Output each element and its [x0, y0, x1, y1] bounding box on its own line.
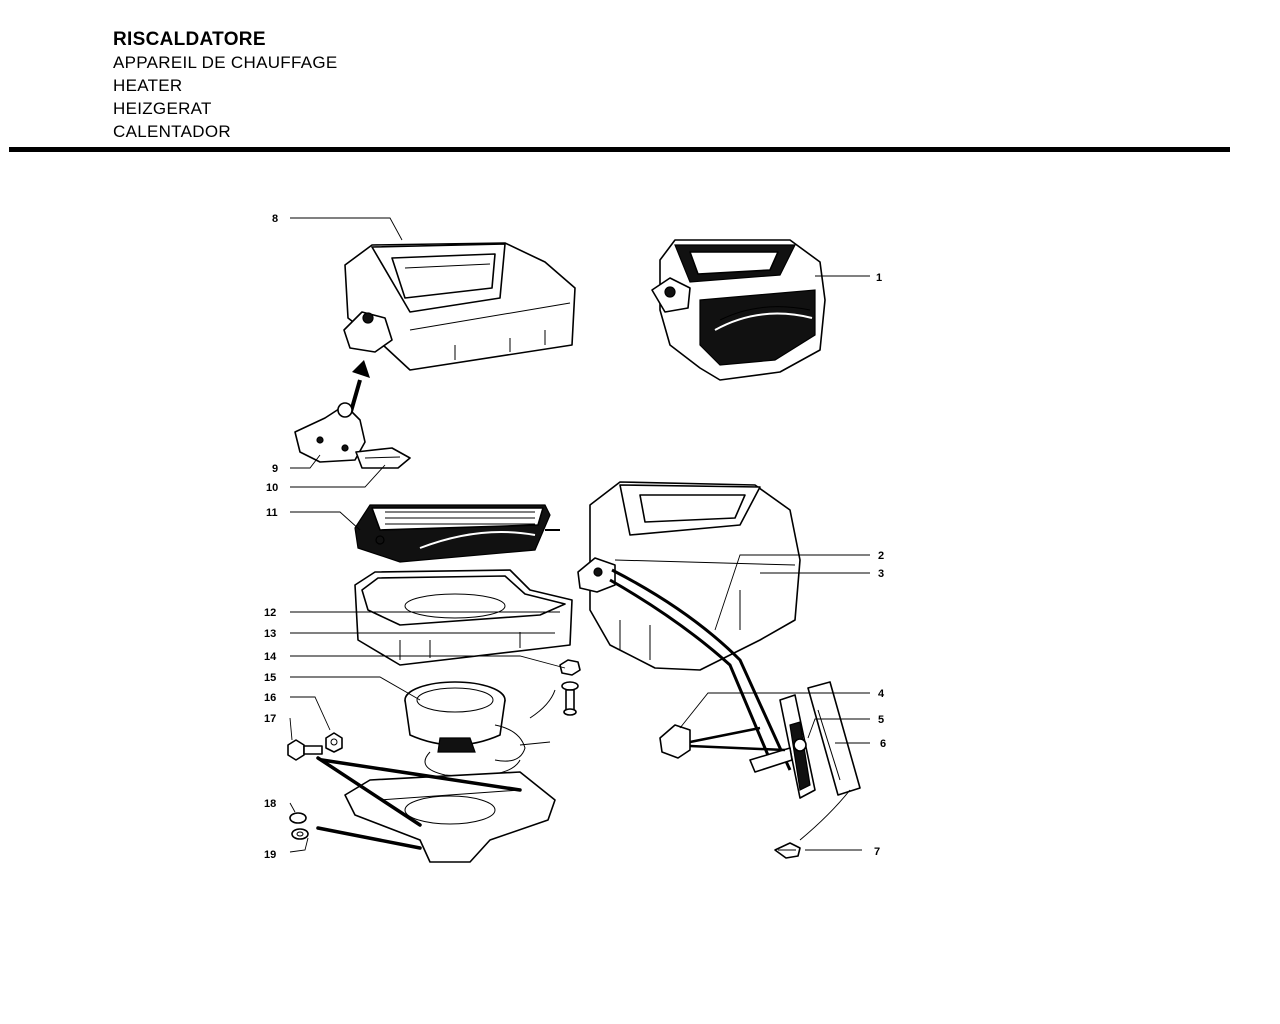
part-12-13-tray [354, 569, 573, 666]
callout-2: 2 [878, 550, 884, 562]
callout-6: 6 [880, 738, 886, 750]
part-18-19-washers [289, 812, 309, 840]
callout-5: 5 [878, 714, 884, 726]
callout-13: 13 [264, 628, 276, 640]
part-11-radiator [354, 504, 560, 563]
callout-16: 16 [264, 692, 276, 704]
title-spanish: CALENTADOR [113, 122, 231, 141]
title-french: APPAREIL DE CHAUFFAGE [113, 53, 338, 72]
part-2-3-heater-body [577, 481, 801, 771]
part-8-upper-housing [343, 242, 576, 371]
leader-lines [289, 217, 870, 853]
callout-1: 1 [876, 272, 882, 284]
callout-7: 7 [874, 846, 880, 858]
part-9-10-valve [294, 402, 411, 469]
part-4-5-6-controls [659, 681, 861, 799]
title-italian: RISCALDATORE [113, 29, 266, 50]
callout-17: 17 [264, 713, 276, 725]
title-english: HEATER [113, 76, 183, 95]
assembly-arrow [348, 360, 370, 416]
callout-3: 3 [878, 568, 884, 580]
part-17-bolt [287, 732, 343, 761]
part-16-blower [404, 681, 556, 777]
callout-9: 9 [272, 463, 278, 475]
callout-10: 10 [266, 482, 278, 494]
part-14-15-fasteners [559, 659, 581, 716]
header-rule [9, 147, 1230, 152]
part-7-screw [774, 789, 851, 859]
callout-8: 8 [272, 213, 278, 225]
title-german: HEIZGERAT [113, 99, 212, 118]
callout-19: 19 [264, 849, 276, 861]
page-header: RISCALDATORE APPAREIL DE CHAUFFAGE HEATE… [113, 28, 338, 143]
callout-14: 14 [264, 651, 277, 663]
callout-labels: 8 1 9 10 11 2 3 12 13 14 15 4 16 17 5 6 … [264, 213, 886, 861]
callout-18: 18 [264, 798, 276, 810]
callout-4: 4 [878, 688, 885, 700]
callout-12: 12 [264, 607, 276, 619]
callout-15: 15 [264, 672, 276, 684]
bottom-cover [316, 756, 556, 863]
callout-11: 11 [266, 507, 278, 519]
part-1-heater-assembly [651, 239, 826, 381]
